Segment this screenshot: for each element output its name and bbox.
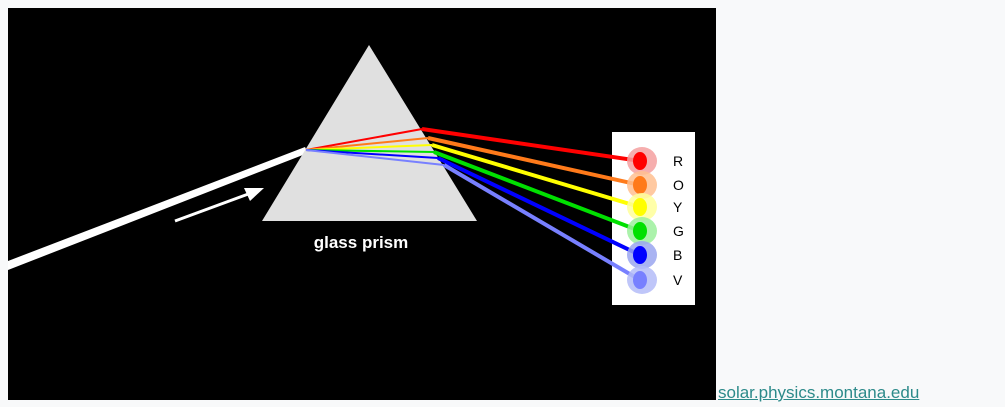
direction-arrow-icon (174, 188, 264, 223)
color-letter-g: G (673, 223, 684, 239)
exit-ray-b (437, 156, 641, 257)
internal-ray-y (305, 144, 433, 151)
color-spot-y (633, 198, 647, 216)
color-spot-o (633, 176, 647, 194)
exit-ray-y (431, 143, 641, 209)
color-letter-r: R (673, 153, 683, 169)
internal-rays-layer (305, 128, 445, 166)
exit-ray-v (442, 163, 642, 282)
prism-label: glass prism (314, 233, 409, 252)
exit-ray-o (427, 136, 641, 187)
color-letter-o: O (673, 177, 684, 193)
color-spots-layer (627, 147, 657, 294)
source-link[interactable]: solar.physics.montana.edu (718, 383, 920, 402)
color-spot-v (633, 271, 647, 289)
internal-ray-v (305, 149, 445, 166)
color-spot-g (633, 222, 647, 240)
internal-ray-b (305, 149, 439, 159)
internal-ray-r (305, 128, 423, 151)
exit-rays-layer (421, 127, 642, 282)
color-letter-v: V (673, 272, 683, 288)
incoming-light-beam (8, 147, 308, 270)
color-letter-y: Y (673, 199, 683, 215)
glass-prism (262, 45, 477, 221)
color-spot-b (633, 246, 647, 264)
exit-ray-g (433, 150, 641, 233)
internal-ray-o (305, 137, 429, 151)
color-spot-r (633, 152, 647, 170)
color-letter-b: B (673, 247, 682, 263)
exit-ray-r (421, 127, 641, 163)
